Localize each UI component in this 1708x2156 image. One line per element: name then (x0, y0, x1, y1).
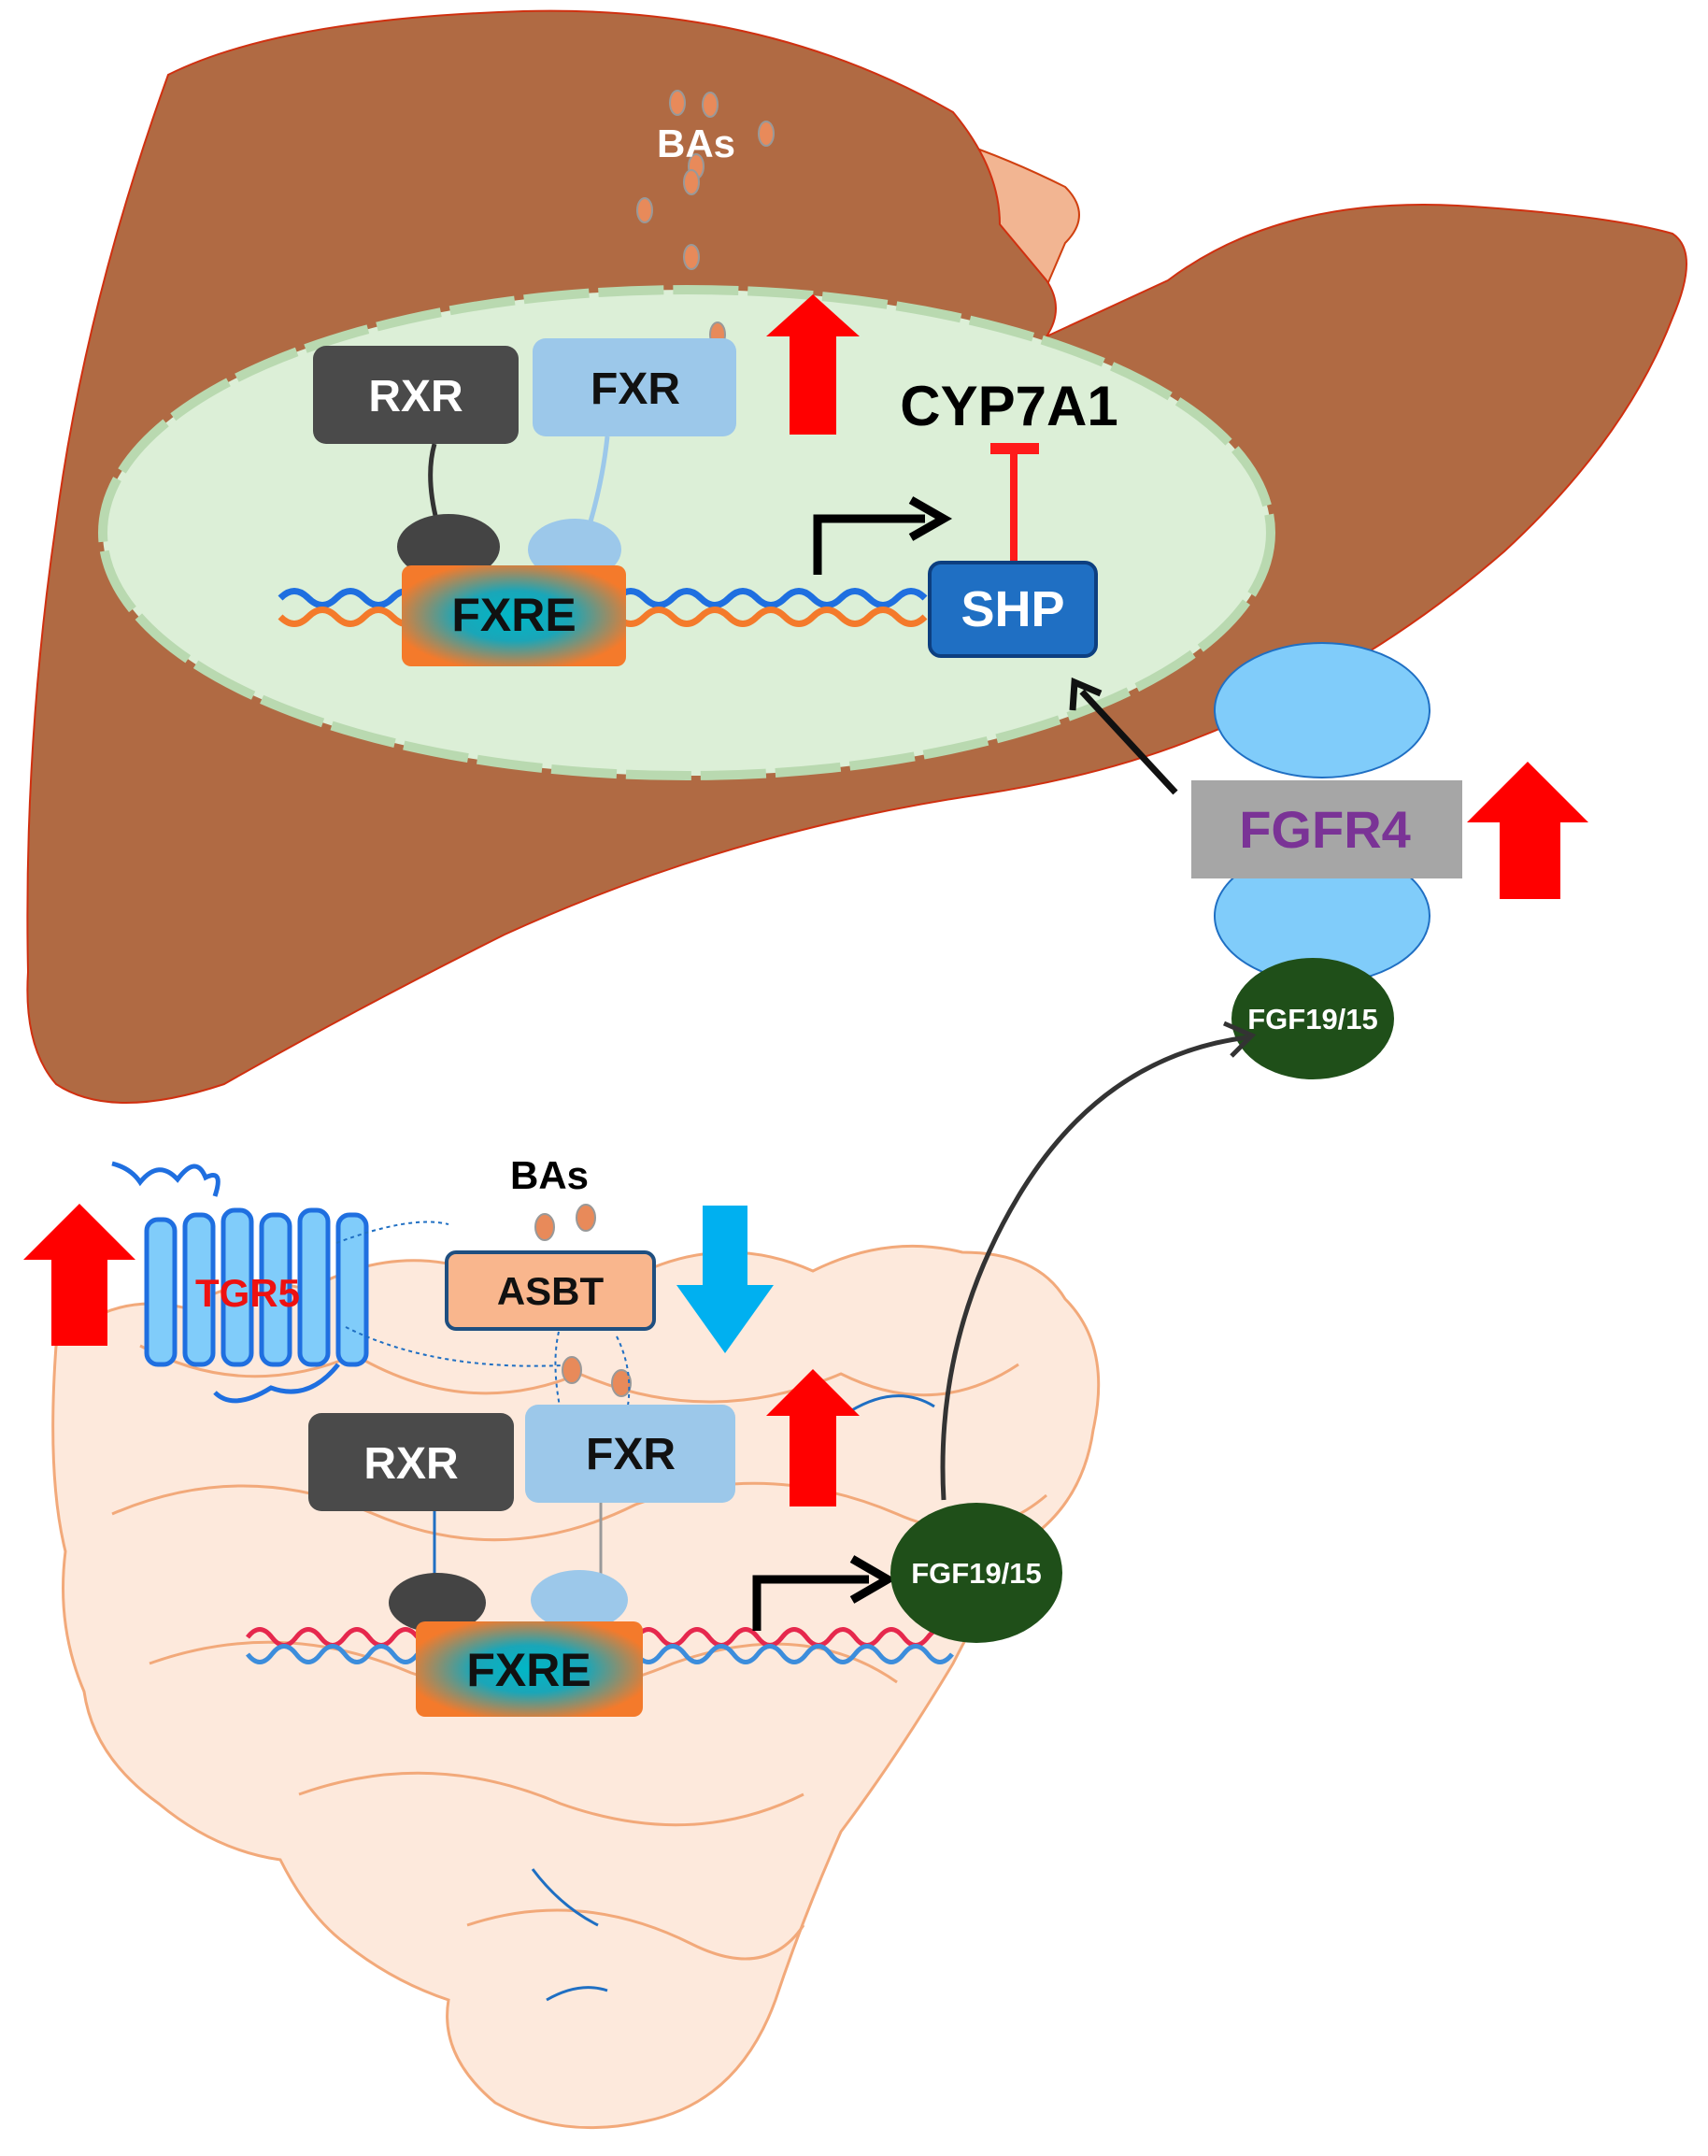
tgr5-dotted-link (335, 1221, 449, 1244)
bile-acid-droplet (576, 1204, 596, 1232)
intestine-blue-line (531, 1868, 599, 1927)
asbt-dotted-link (554, 1331, 562, 1412)
tgr5-helix (297, 1207, 331, 1367)
bile-acid-droplet (683, 244, 700, 270)
intestine-fxre-box (416, 1621, 643, 1717)
tgr5-helix (144, 1217, 178, 1367)
intestine-rxr-dbd (389, 1573, 486, 1633)
intestine-fxr-dbd (531, 1570, 628, 1630)
liver-bas-label: BAs (657, 121, 735, 165)
intestine-blue-line (849, 1394, 935, 1413)
tgr5-helix (221, 1207, 254, 1367)
bile-acid-droplet (702, 92, 719, 118)
intestine-fxr-box (525, 1405, 735, 1503)
intestine-rxr-box (308, 1413, 514, 1511)
asbt-down-arrow (676, 1206, 774, 1353)
fgf-circulation-arrowhead (1223, 1021, 1257, 1058)
intestine-fxre-label: FXRE (466, 1644, 591, 1696)
bile-acid-droplet (534, 1213, 555, 1241)
fgfr4-to-shp-arrow (1079, 689, 1178, 795)
intestine-bas-label: BAs (510, 1153, 589, 1197)
fgfr4-to-shp-arrowhead (1069, 677, 1103, 711)
bile-acid-droplet (611, 1369, 632, 1397)
liver-fxr-label: FXR (591, 364, 680, 414)
liver-fxre-box (402, 565, 626, 666)
fgfr4-upper-domain (1214, 642, 1430, 778)
liver-fxr-dbd (528, 519, 621, 580)
liver-rxr-box (313, 346, 519, 444)
tgr5-label: TGR5 (195, 1271, 300, 1315)
shp-box (928, 561, 1098, 658)
intestine-blue-line (546, 1986, 608, 2002)
fgf-intestine-ellipse (890, 1503, 1062, 1643)
tgr5-helix (182, 1212, 216, 1367)
intestine-rxr-label: RXR (363, 1439, 458, 1489)
liver-transcription-arrowhead (908, 496, 953, 541)
fgfr4-box (1191, 780, 1462, 878)
intestine-transcription-arrowhead (849, 1555, 896, 1604)
bile-acid-droplet (636, 197, 653, 223)
liver-rxr-label: RXR (368, 372, 463, 421)
tgr5-receptor (111, 1161, 580, 1404)
tgr5-c-terminus (213, 1363, 340, 1404)
asbt-box (445, 1250, 656, 1331)
bile-acid-droplet (758, 121, 775, 147)
asbt-dotted-link (616, 1335, 631, 1417)
fgf-circulation-arrow (940, 1035, 1248, 1501)
fgfr4-up-arrow (1467, 762, 1588, 899)
intestine-transcription-arrow (752, 1575, 869, 1631)
cyp7a1-label: CYP7A1 (900, 375, 1117, 437)
liver-fxre-label: FXRE (451, 589, 576, 641)
bile-acid-droplet (562, 1356, 582, 1384)
liver-fxr-up-arrow (766, 294, 860, 435)
intestine-fold (466, 1908, 805, 1961)
tgr5-dotted-link (345, 1326, 580, 1367)
liver-transcription-arrow (813, 514, 925, 575)
shp-label: SHP (961, 581, 1064, 637)
liver-fxr-box (533, 338, 736, 436)
tgr5-up-arrow (23, 1204, 135, 1346)
fgf-liver-label: FGF19/15 (1247, 1003, 1378, 1035)
tgr5-helix (335, 1212, 369, 1367)
asbt-label: ASBT (497, 1269, 605, 1313)
intestine-fxr-up-arrow (766, 1369, 860, 1506)
liver-fxr-tether (586, 435, 610, 529)
bile-acid-droplet (669, 90, 686, 116)
liver-rxr-tether (428, 443, 440, 524)
fgfr4-label: FGFR4 (1239, 800, 1411, 859)
liver-rxr-dbd (397, 514, 500, 579)
bile-acid-droplet (683, 169, 700, 195)
fgf-intestine-label: FGF19/15 (911, 1557, 1042, 1590)
fgf-liver-ellipse (1231, 958, 1394, 1079)
tgr5-helix (259, 1212, 292, 1367)
intestine-fold (298, 1771, 804, 1827)
intestine-fxr-label: FXR (586, 1430, 676, 1479)
tgr5-n-terminus (111, 1161, 221, 1197)
